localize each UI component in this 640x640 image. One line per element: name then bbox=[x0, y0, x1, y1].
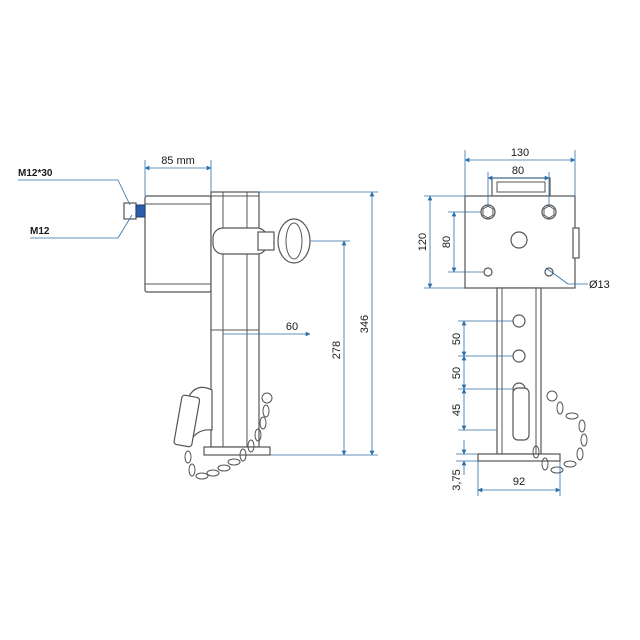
center-hole bbox=[510, 231, 528, 249]
dim-foot-width: 92 bbox=[513, 476, 525, 488]
dim-hole-spacing-3: 45 bbox=[451, 404, 463, 416]
dim-front-plate-width: 130 bbox=[511, 147, 529, 159]
front-foot-plate bbox=[477, 453, 561, 462]
dim-wheel-offset: 60 bbox=[286, 321, 298, 333]
bolt-icon bbox=[480, 204, 496, 220]
dim-lift-height: 278 bbox=[331, 341, 343, 359]
pin-icon bbox=[512, 387, 530, 441]
bolt-icon bbox=[541, 204, 557, 220]
dim-foot-height: 3,75 bbox=[451, 469, 463, 490]
chain-icon bbox=[532, 390, 588, 474]
dim-total-height: 346 bbox=[359, 315, 371, 333]
dim-plate-width: 85 mm bbox=[161, 155, 195, 167]
dim-hole-spacing-1: 50 bbox=[451, 333, 463, 345]
side-view: 85 mm M12*30 M12 60 278 346 bbox=[18, 155, 378, 480]
foot-plate bbox=[203, 446, 271, 456]
adjust-hole-icon bbox=[512, 349, 526, 363]
label-thread-nut: M12 bbox=[30, 226, 50, 237]
adjust-hole-icon bbox=[512, 314, 526, 328]
dim-bolt-spacing-h: 80 bbox=[512, 165, 524, 177]
label-thread-bolt: M12*30 bbox=[18, 168, 53, 179]
dim-plate-height: 120 bbox=[417, 233, 429, 251]
front-view: 130 80 120 80 Ø13 50 50 45 bbox=[417, 147, 610, 496]
top-clamp bbox=[491, 177, 551, 197]
dim-bolt-spacing-v: 80 bbox=[441, 236, 453, 248]
bolt-thread-icon bbox=[135, 204, 146, 218]
mounting-plate bbox=[144, 195, 212, 293]
hole-icon bbox=[483, 267, 493, 277]
chain-icon bbox=[184, 392, 273, 480]
dim-hole-diameter: Ø13 bbox=[589, 279, 610, 291]
bolt-head-icon bbox=[123, 202, 137, 220]
crank-knob-icon bbox=[277, 218, 311, 264]
dim-hole-spacing-2: 50 bbox=[451, 367, 463, 379]
hole-icon bbox=[544, 267, 554, 277]
